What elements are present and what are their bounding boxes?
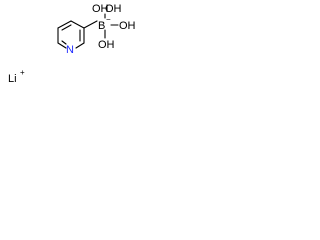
oh-top-right-label: OH <box>105 3 122 15</box>
ring-bond-1 <box>57 20 72 29</box>
boron-atom-label: B <box>98 20 105 32</box>
ring-double-bond-1 <box>61 24 72 31</box>
ring-double-bond-3 <box>61 40 67 45</box>
oh-right-label: OH <box>119 20 136 32</box>
oh-top-left-label: OH <box>92 3 109 15</box>
carbon-boron-bond <box>83 20 98 29</box>
oh-bottom-label: OH <box>98 39 115 51</box>
pyridine-ring <box>57 20 85 49</box>
structure-diagram: N B − OH OH OH OH Li + <box>8 3 136 85</box>
boron-charge-label: − <box>106 15 111 24</box>
lithium-charge-label: + <box>20 68 25 77</box>
ring-bond-5 <box>57 42 67 49</box>
ring-bond-4 <box>75 42 85 49</box>
lithium-label: Li <box>8 73 17 85</box>
nitrogen-atom-label: N <box>66 44 74 56</box>
ring-bond-2 <box>70 20 85 29</box>
